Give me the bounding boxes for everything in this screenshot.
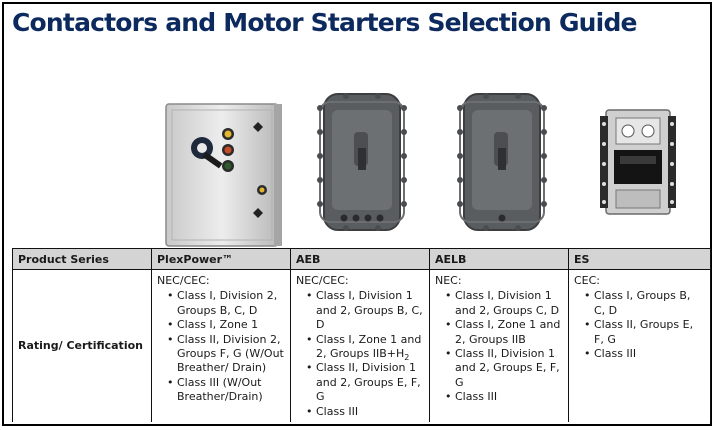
product-images	[4, 82, 710, 248]
rating-list: Class I, Groups B, C, D Class II, Groups…	[574, 289, 705, 361]
table-header-row: Product Series PlexPower™ AEB AELB ES	[12, 248, 711, 270]
list-item: Class I, Zone 1	[167, 318, 285, 333]
table-row: Rating/ Certification NEC/CEC: Class I, …	[12, 269, 711, 423]
cell-intro: NEC/CEC:	[157, 274, 210, 287]
column-header-plexpower: PlexPower™	[151, 248, 291, 270]
rating-certification-label: Rating/ Certification	[12, 269, 152, 423]
rating-list: Class I, Division 1 and 2, Groups C, D C…	[435, 289, 563, 405]
aeb-rating-cell: NEC/CEC: Class I, Division 1 and 2, Grou…	[290, 269, 430, 423]
rating-list: Class I, Division 1 and 2, Groups B, C, …	[296, 289, 424, 419]
list-item: Class I, Division 1 and 2, Groups B, C, …	[306, 289, 424, 332]
cell-intro: NEC:	[435, 274, 462, 287]
aelb-enclosure-image	[457, 93, 547, 231]
product-series-header: Product Series	[12, 248, 152, 270]
list-item: Class III	[445, 390, 563, 405]
list-item: Class I, Zone 1 and 2, Groups IIB+H2	[306, 333, 424, 362]
plexpower-enclosure-image	[165, 103, 282, 247]
rating-list: Class I, Division 2, Groups B, C, D Clas…	[157, 289, 285, 404]
list-item: Class III (W/Out Breather/Drain)	[167, 376, 285, 405]
list-item-text: Class I, Zone 1 and 2, Groups IIB+H	[316, 332, 422, 361]
list-item: Class II, Division 1 and 2, Groups E, F,…	[445, 347, 563, 390]
aeb-enclosure-image	[317, 93, 407, 231]
list-item: Class III	[306, 405, 424, 420]
list-item: Class I, Division 2, Groups B, C, D	[167, 289, 285, 318]
list-item: Class II, Division 2, Groups F, G (W/Out…	[167, 333, 285, 376]
list-item: Class I, Groups B, C, D	[584, 289, 705, 318]
column-header-aelb: AELB	[429, 248, 569, 270]
list-item: Class II, Groups E, F, G	[584, 318, 705, 347]
list-item: Class III	[584, 347, 705, 362]
guide-page: Contactors and Motor Starters Selection …	[2, 2, 712, 426]
column-header-es: ES	[568, 248, 711, 270]
column-header-aeb: AEB	[290, 248, 430, 270]
es-enclosure-image	[600, 109, 676, 215]
es-rating-cell: CEC: Class I, Groups B, C, D Class II, G…	[568, 269, 711, 423]
list-item: Class II, Division 1 and 2, Groups E, F,…	[306, 361, 424, 404]
cell-intro: CEC:	[574, 274, 601, 287]
cell-intro: NEC/CEC:	[296, 274, 349, 287]
selection-table: Product Series PlexPower™ AEB AELB ES Ra…	[12, 248, 711, 423]
list-item: Class I, Zone 1 and 2, Groups IIB	[445, 318, 563, 347]
plexpower-rating-cell: NEC/CEC: Class I, Division 2, Groups B, …	[151, 269, 291, 423]
list-item: Class I, Division 1 and 2, Groups C, D	[445, 289, 563, 318]
subscript: 2	[404, 353, 410, 363]
page-title: Contactors and Motor Starters Selection …	[12, 8, 638, 37]
aelb-rating-cell: NEC: Class I, Division 1 and 2, Groups C…	[429, 269, 569, 423]
